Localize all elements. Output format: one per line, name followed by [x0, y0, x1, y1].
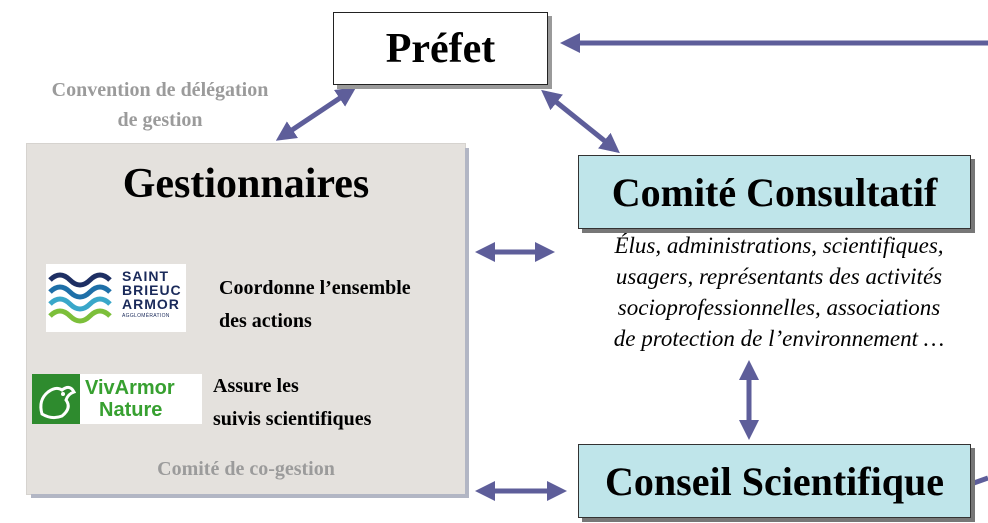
conseil-scientifique-box: Conseil Scientifique	[578, 444, 971, 518]
vivarmor-bird-icon	[32, 374, 80, 424]
gestionnaires-box: Gestionnaires SAINT BRIEUC ARMOR AGGLOMÉ…	[27, 144, 465, 494]
gestionnaires-title: Gestionnaires	[122, 161, 370, 207]
comite-consultatif-box: Comité Consultatif	[578, 155, 971, 229]
co-gestion-label: Comité de co-gestion	[157, 458, 335, 480]
vivarmor-logo-line1: VivArmor	[85, 377, 175, 399]
arrow-prefet-consultatif	[541, 89, 620, 154]
prefet-label: Préfet	[385, 25, 496, 72]
vivarmor-logo-line2: Nature	[99, 399, 163, 421]
saint-brieuc-armor-logo: SAINT BRIEUC ARMOR AGGLOMÉRATION	[46, 264, 186, 332]
conseil-scientifique-title: Conseil Scientifique	[605, 458, 944, 504]
waves-icon	[48, 272, 112, 324]
comite-consultatif-title: Comité Consultatif	[611, 169, 938, 215]
line-conseil-right	[970, 475, 988, 487]
vivarmor-role: Assure les suivis scientifiques	[213, 375, 372, 430]
comite-consultatif-members: Élus, administrations, scientifiques, us…	[613, 233, 945, 351]
convention-label: Convention de délégation de gestion	[51, 79, 269, 131]
vivarmor-logo: VivArmor Nature	[32, 374, 202, 424]
saint-brieuc-logo-subtext: AGGLOMÉRATION	[122, 313, 170, 319]
saint-brieuc-role: Coordonne l’ensemble des actions	[219, 277, 411, 332]
arrow-prefet-gestionnaires	[275, 87, 357, 141]
prefet-box: Préfet	[333, 12, 548, 85]
saint-brieuc-logo-text: SAINT BRIEUC ARMOR	[122, 268, 182, 312]
